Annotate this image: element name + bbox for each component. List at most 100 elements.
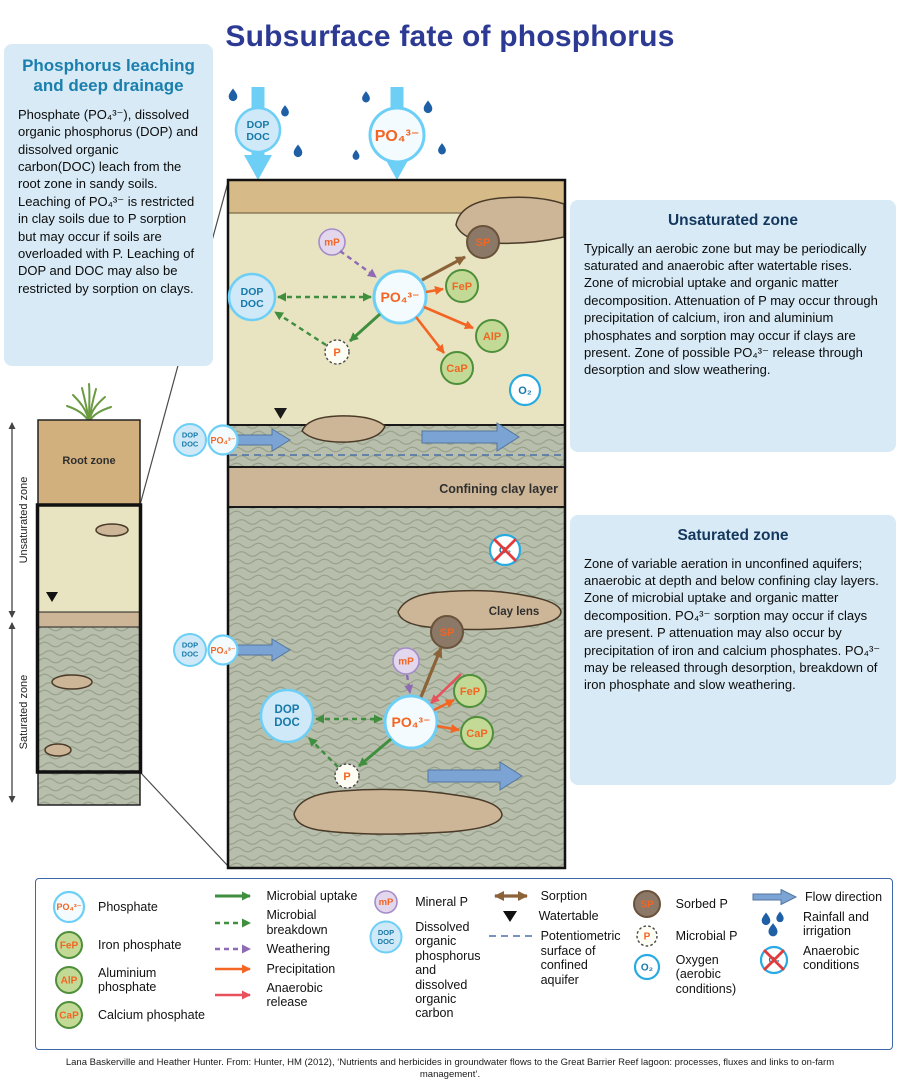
weathering-arrow-saturated (404, 674, 414, 694)
legend-item-watertable: Watertable (487, 908, 622, 924)
dop-label: DOP (182, 431, 198, 440)
unsaturated-body: Typically an aerobic zone but may be per… (584, 240, 878, 378)
legend-column-4: Sorption Watertable Potentiometric surfa… (487, 889, 622, 1043)
doc-label: DOC (246, 131, 270, 143)
fep-circle-unsaturated: FeP (445, 269, 479, 303)
mini-clay-blob (51, 674, 93, 690)
anaerobic-release-arrow (430, 673, 462, 704)
microbial-uptake-arrow-saturated (358, 737, 392, 768)
leaching-flow-unsaturated: DOP DOC PO₄³⁻ (173, 423, 291, 457)
legend-item-flow-direction: Flow direction (751, 889, 886, 905)
po4-label: PO₄³⁻ (375, 128, 420, 145)
weathering-arrow-unsaturated (339, 250, 377, 278)
weathering-arrow-icon (215, 944, 252, 954)
mini-clay-blob (44, 743, 72, 757)
mp-label: mP (324, 238, 340, 249)
legend-item-calcium-phosphate: CaP Calcium phosphate (46, 1000, 210, 1030)
o2-label: O₂ (518, 385, 532, 397)
legend-item-weathering: Weathering (212, 942, 361, 956)
cap-icon: CaP (55, 1001, 83, 1029)
potentiometric-line-icon (488, 935, 533, 938)
mini-root-zone-layer (38, 420, 140, 505)
leaching-heading: Phosphorus leaching and deep drainage (22, 56, 195, 96)
zoom-connector-bottom (139, 771, 229, 867)
legend-column-1: PO₄³⁻ Phosphate FeP Iron phosphate AlP A… (46, 889, 210, 1043)
saturated-body: Zone of variable aeration in unconfined … (584, 555, 881, 693)
legend-item-sorption: Sorption (487, 889, 622, 903)
legend-item-aluminium-phosphate: AlP Aluminium phosphate (46, 965, 210, 995)
svg-text:AlP: AlP (61, 976, 78, 987)
legend-item-sorbed-p: SP Sorbed P (624, 889, 749, 919)
legend-box: PO₄³⁻ Phosphate FeP Iron phosphate AlP A… (35, 878, 893, 1050)
root-zone-label: Root zone (62, 455, 115, 467)
mini-clay-layer (38, 612, 140, 627)
legend-column-2: Microbial uptake Microbial breakdown Wea… (212, 889, 361, 1043)
cap-circle-saturated: CaP (460, 716, 494, 750)
legend-item-oxygen: O₂ Oxygen (aerobic conditions) (624, 953, 749, 996)
flow-direction-arrow-icon (752, 889, 798, 905)
sorption-arrow-icon (493, 891, 528, 902)
legend-column-6: Flow direction Rainfall and irrigation O… (751, 889, 886, 1043)
saturated-zone-side-label: Saturated zone (18, 675, 30, 750)
precipitation-arrow-alp (423, 305, 474, 330)
watertable-icon (502, 911, 517, 923)
watertable-marker (274, 408, 287, 419)
precipitation-arrow-fep-saturated (433, 698, 455, 712)
fep-label: FeP (452, 281, 472, 293)
alp-circle-unsaturated: AlP (475, 319, 509, 353)
oxygen-circle: O₂ (508, 373, 542, 407)
legend-column-5: SP Sorbed P P Microbial P O₂ Oxygen (aer… (624, 889, 749, 1043)
confining-clay-layer (228, 467, 565, 507)
doc-label: DOC (182, 440, 199, 449)
dop-label: DOP (241, 286, 264, 298)
po4-label: PO₄³⁻ (381, 289, 420, 305)
microbial-uptake-arrow-icon (215, 891, 252, 901)
fep-circle-saturated: FeP (453, 674, 487, 708)
svg-text:SP: SP (640, 900, 654, 911)
leaching-info-box: Phosphorus leaching and deep drainage Ph… (4, 44, 213, 366)
svg-text:DOP: DOP (378, 928, 394, 937)
microbial-uptake-arrow-unsaturated (348, 312, 382, 343)
svg-text:PO₄³⁻: PO₄³⁻ (56, 902, 81, 912)
svg-text:mP: mP (379, 897, 394, 908)
oxygen-icon: O₂ (633, 953, 660, 981)
svg-text:P: P (643, 932, 650, 943)
main-diagram: Confining clay layer Clay lens DOP DOC P… (173, 87, 567, 870)
unsaturated-zone-side-label: Unsaturated zone (18, 477, 30, 564)
po4-circle-saturated: PO₄³⁻ (383, 694, 439, 750)
mini-saturated-layer (38, 627, 140, 805)
sorbed-p-circle-unsaturated: SP (466, 225, 500, 259)
unsaturated-heading: Unsaturated zone (667, 212, 799, 229)
po4-circle-rain: PO₄³⁻ (368, 106, 426, 164)
unsaturated-info-box: Unsaturated zone Typically an aerobic zo… (570, 200, 896, 452)
dop-doc-circle-rain: DOP DOC (234, 106, 282, 154)
diagram-border (226, 178, 567, 870)
legend-item-microbial-breakdown: Microbial breakdown (212, 908, 361, 937)
po4-label: PO₄³⁻ (210, 646, 235, 656)
legend-item-precipitation: Precipitation (212, 962, 361, 976)
mineral-p-circle-saturated: mP (392, 647, 420, 675)
cap-label: CaP (466, 728, 487, 740)
flow-arrow-saturated (427, 761, 523, 791)
doc-label: DOC (240, 298, 264, 310)
microbial-p-circle-unsaturated: P (324, 339, 350, 365)
rainfall-icon (761, 911, 784, 937)
po4-icon: PO₄³⁻ (52, 890, 86, 924)
cap-circle-unsaturated: CaP (440, 351, 474, 385)
leaching-flow-saturated: DOP DOC PO₄³⁻ (173, 633, 291, 667)
dop-doc-circle-unsaturated: DOP DOC (227, 272, 277, 322)
flow-arrow-strip (421, 422, 520, 452)
fep-label: FeP (460, 686, 480, 698)
legend-item-anaerobic-release: Anaerobic release (212, 981, 361, 1010)
fep-icon: FeP (55, 931, 83, 959)
sp-label: SP (476, 237, 491, 249)
page-title: Subsurface fate of phosphorus (225, 20, 675, 54)
watertable-marker (46, 592, 58, 602)
p-label: P (343, 771, 350, 783)
legend-item-mineral-p: mP Mineral P (363, 889, 484, 915)
anaerobic-release-arrow-icon (215, 990, 252, 1000)
precipitation-arrow-cap-saturated (436, 724, 460, 733)
saturated-heading: Saturated zone (677, 527, 789, 544)
